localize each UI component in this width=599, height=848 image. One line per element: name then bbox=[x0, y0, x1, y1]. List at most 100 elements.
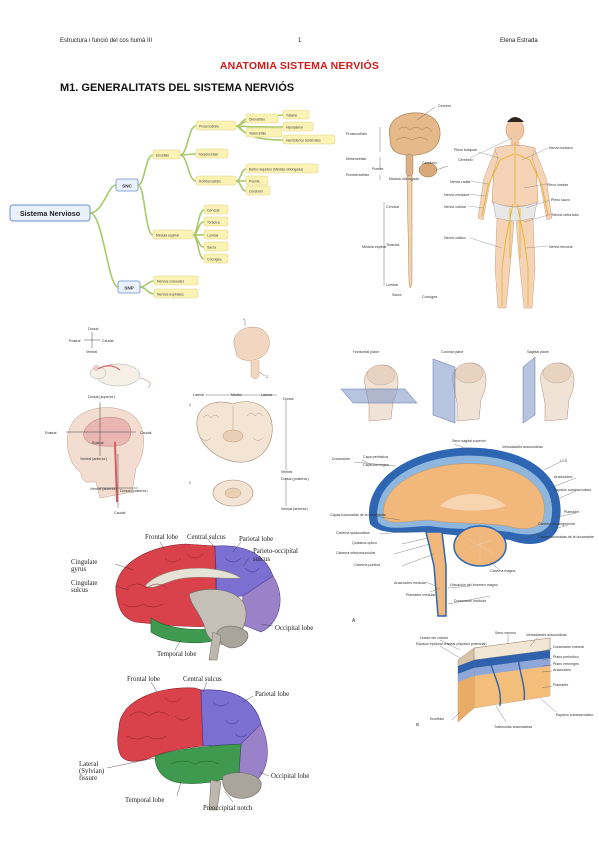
skull-aracnoides: Aracnoides bbox=[553, 668, 571, 672]
medial-central-sulcus: Central sulcus bbox=[187, 534, 226, 541]
men-cisterna-pontina: Cisterna pontina bbox=[354, 563, 380, 567]
coronal-dorsal: Dorsal bbox=[283, 397, 294, 401]
body-plexo-braquial: Plexo braquial bbox=[454, 148, 477, 152]
orient-dorsal-sup: Dorsal (superior) bbox=[88, 395, 115, 399]
mm-rombencefalo: Rombencéfalo bbox=[199, 179, 221, 183]
mm-prosencefalo: Prosencéfalo bbox=[199, 124, 219, 128]
coronal-sections-figure: 1 2 Lateral Medial Lateral Dorsal Ventra… bbox=[189, 318, 309, 511]
men-aracnoides-medular: Aracnoides medular bbox=[394, 581, 427, 585]
skull-piamadre: Piamadre bbox=[553, 683, 568, 687]
men-aracnoides: Aracnoides bbox=[554, 475, 572, 479]
medial-cingulate-gyrus-2: gyrus bbox=[71, 566, 86, 573]
body-nerves-figure: Plexo braquial Cerebelo Nervio radial Ne… bbox=[444, 117, 580, 309]
div-cerebelo: Cerebelo bbox=[422, 161, 437, 165]
men-cisterna-interpeduncular: Cisterna interpeduncular bbox=[336, 551, 376, 555]
lateral-fissure-3: fissure bbox=[79, 775, 97, 782]
mm-hipotalamo: Hipotálamo bbox=[286, 125, 303, 129]
div-cerebro: Cerebro bbox=[438, 104, 451, 108]
coronal-label-2b: 2 bbox=[189, 481, 191, 485]
div-cervical: Cervical bbox=[386, 205, 399, 209]
body-nervio-toracico: Nervio torácico bbox=[549, 146, 573, 150]
header-page-number: 1 bbox=[298, 38, 302, 44]
lateral-occipital-lobe: Occipital lobe bbox=[271, 773, 309, 780]
skull-espacio-sub: Espacio subaracnoideo bbox=[556, 713, 593, 717]
orient-caudal-3: Caudal bbox=[114, 511, 126, 515]
coronal-ventral: Ventral bbox=[281, 470, 292, 474]
div-mesencefalo: Mesencéfalo bbox=[346, 157, 366, 161]
mm-coccigea: Coccígea bbox=[207, 257, 221, 261]
mm-sacra: Sacra bbox=[207, 245, 216, 249]
men-piamadre-medular: Piamadre medular bbox=[406, 593, 436, 597]
document-title: ANATOMIA SISTEMA NERVIÓS bbox=[219, 60, 380, 72]
lateral-preoccipital-notch: Preoccipital notch bbox=[203, 805, 253, 812]
skull-layers-figure: Seno venoso Vellosidades aracnoideas Hue… bbox=[416, 631, 593, 729]
body-nervio-radial: Nervio radial bbox=[450, 180, 470, 184]
men-capas-fusionadas-l: Capas fusionadas de la duramadre bbox=[330, 513, 386, 517]
div-rombencefalo: Rombencéfalo bbox=[346, 173, 369, 177]
mm-talamo: Tálamo bbox=[286, 113, 297, 117]
mm-mesencefalo: Mesencéfalo bbox=[199, 152, 218, 156]
div-medula-espinal: Médula espinal bbox=[362, 245, 386, 249]
mindmap-snp: SNP bbox=[124, 286, 133, 291]
skull-hueso: Hueso del cráneo bbox=[420, 636, 448, 640]
medial-parietal-lobe: Parietal lobe bbox=[239, 536, 273, 543]
plane-sagittal-label: Sagittal plane bbox=[527, 350, 549, 354]
lateral-frontal-lobe: Frontal lobe bbox=[127, 676, 160, 683]
coronal-label-2a: 2 bbox=[266, 375, 268, 379]
brain-medial-figure: Frontal lobe Central sulcus Parietal lob… bbox=[71, 534, 313, 661]
skull-encefalo: Encéfalo bbox=[430, 717, 444, 721]
mm-nervios-craneales: Nervios craneales bbox=[157, 279, 184, 283]
men-duramadre: Duramadre bbox=[332, 457, 350, 461]
men-cisterna-cuadrigeminal: Cisterna cuadrigeminal bbox=[538, 522, 575, 526]
mm-nervios-espinales: Nervios espinales bbox=[157, 292, 184, 296]
lateral-fissure-2: (Sylvian) bbox=[79, 768, 104, 775]
skull-seno-venoso: Seno venoso bbox=[495, 631, 516, 635]
skull-duramadre-craneal: Duramadre craneal bbox=[553, 645, 584, 649]
men-vellosidades: Vellosidades aracnoideas bbox=[502, 445, 543, 449]
orient-dorsal-1: Dorsal bbox=[88, 327, 99, 331]
men-piamadre: Piamadre bbox=[564, 510, 579, 514]
medial-parieto-occipital-2: sulcus bbox=[253, 556, 270, 563]
body-plexo-lumbar: Plexo lumbar bbox=[547, 183, 569, 187]
div-toracica: Torácica bbox=[386, 243, 399, 247]
mindmap-figure: Sistema Nervioso SNC SNP bbox=[9, 110, 336, 299]
mm-medula: Médula espinal bbox=[156, 233, 179, 237]
mm-lumbar: Lumbar bbox=[207, 233, 219, 237]
body-cerebelo: Cerebelo bbox=[458, 158, 473, 162]
mm-telencefalo: Telencéfalo bbox=[249, 131, 266, 135]
body-nervio-mediano: Nervio mediano bbox=[444, 193, 469, 197]
section-title: M1. GENERALITATS DEL SISTEMA NERVIÓS bbox=[60, 82, 295, 94]
mindmap-root: Sistema Nervioso bbox=[20, 209, 81, 218]
orient-rostral-2: Rostral bbox=[45, 431, 57, 435]
medial-frontal-lobe: Frontal lobe bbox=[145, 534, 178, 541]
mm-cervical: Cervical bbox=[207, 208, 219, 212]
men-cisterna-quiasmatica: Cisterna quiasmática bbox=[336, 531, 370, 535]
div-lumbar: Lumbar bbox=[386, 283, 399, 287]
men-capas-fusionadas-r: Capas fusionadas de la duramadre bbox=[538, 535, 594, 539]
anatomical-planes-figure: Horizontal plane Coronal plane Sagittal … bbox=[340, 350, 575, 424]
orientation-figure: Dorsal Ventral Rostral Caudal Dorsal (su… bbox=[45, 327, 152, 515]
plane-horizontal-label: Horizontal plane bbox=[353, 350, 379, 354]
men-duramadre-medular: Duramadre medular bbox=[454, 599, 487, 603]
men-ubicacion: Ubicación del foramen magno bbox=[450, 583, 498, 587]
body-nervio-obturador: Nervio obturador bbox=[552, 213, 580, 217]
skull-espacio-epidural: Espacio epidural craneal (espacio potenc… bbox=[416, 642, 487, 646]
coronal-label-1a: 1 bbox=[243, 318, 245, 321]
lateral-temporal-lobe: Temporal lobe bbox=[125, 797, 164, 804]
mm-diencefalo: Diencéfalo bbox=[249, 117, 265, 121]
brain-lateral-figure: Frontal lobe Central sulcus Parietal lob… bbox=[79, 676, 309, 812]
skull-vellosidades: Vellosidades aracnoideas bbox=[526, 633, 567, 637]
mm-puente: Puente bbox=[249, 179, 260, 183]
medial-occipital-lobe: Occipital lobe bbox=[275, 625, 313, 632]
coronal-label-1b: 1 bbox=[189, 403, 191, 407]
orient-ventral-1: Ventral bbox=[86, 350, 97, 354]
header-right: Elena Estrada bbox=[500, 38, 538, 44]
mindmap-snc: SNC bbox=[122, 184, 132, 189]
men-label-a: A bbox=[352, 618, 356, 624]
body-nervio-ciatico: Nervio ciático bbox=[444, 236, 466, 240]
coronal-medial: Medial bbox=[231, 393, 242, 397]
men-espacio-sub: Espacio subaracnoideo bbox=[554, 488, 591, 492]
header-left: Estructura i funció del cos humà III bbox=[60, 38, 153, 44]
medial-cingulate-sulcus-2: sulcus bbox=[71, 587, 88, 594]
